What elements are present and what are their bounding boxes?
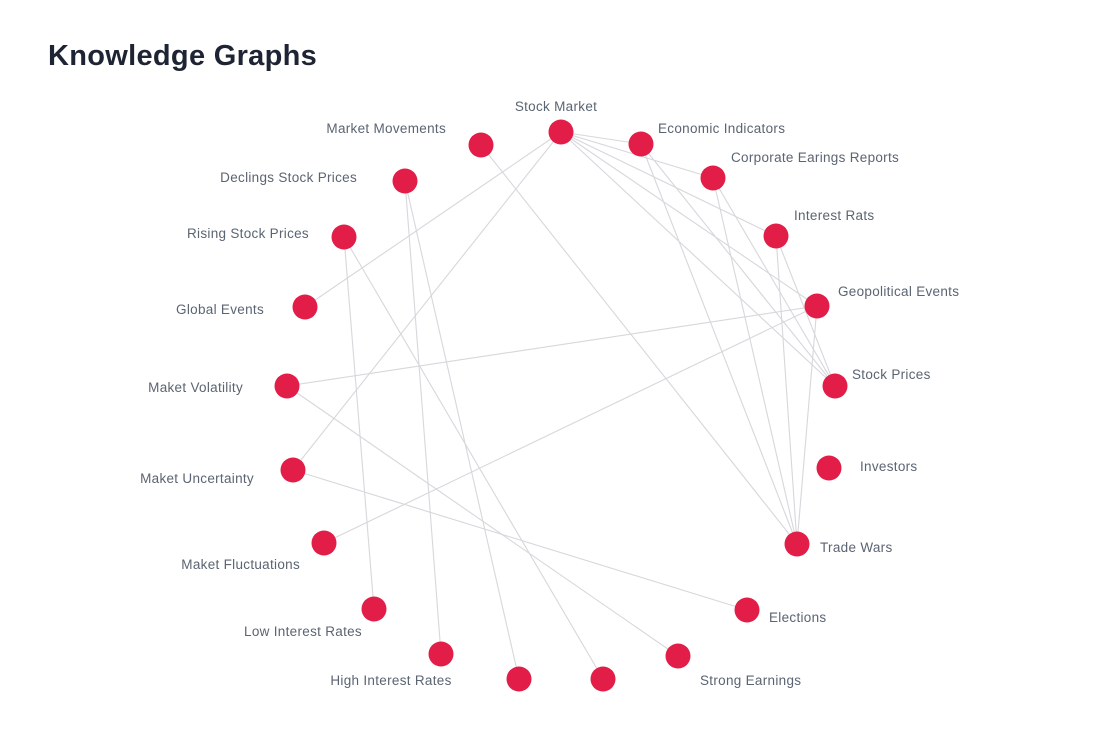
graph-node-trade-wars[interactable] <box>784 531 810 557</box>
node-label-high-interest-rates: High Interest Rates <box>330 673 451 688</box>
node-label-rising-stock-prices: Rising Stock Prices <box>187 226 309 241</box>
node-label-geopolitical-events: Geopolitical Events <box>838 284 959 299</box>
graph-node-stock-prices[interactable] <box>822 373 848 399</box>
graph-node-unlabeled-node-b[interactable] <box>590 666 616 692</box>
graph-node-maket-uncertainty[interactable] <box>280 457 306 483</box>
graph-edge-stock-market--stock-prices <box>560 131 836 387</box>
graph-edge-declings-stock-prices--unlabeled-node-a <box>404 180 520 680</box>
node-label-maket-uncertainty: Maket Uncertainty <box>140 471 254 486</box>
graph-edge-corporate-earings-reports--trade-wars <box>712 177 798 545</box>
node-label-declings-stock-prices: Declings Stock Prices <box>220 170 357 185</box>
graph-node-corporate-earings-reports[interactable] <box>700 165 726 191</box>
node-label-stock-market: Stock Market <box>515 99 597 114</box>
node-label-economic-indicators: Economic Indicators <box>658 121 785 136</box>
node-label-elections: Elections <box>769 610 826 625</box>
node-label-trade-wars: Trade Wars <box>820 540 893 555</box>
graph-node-strong-earnings[interactable] <box>665 643 691 669</box>
node-label-interest-rats: Interest Rats <box>794 208 874 223</box>
graph-node-economic-indicators[interactable] <box>628 131 654 157</box>
graph-edge-stock-market--maket-uncertainty <box>292 131 562 471</box>
graph-node-rising-stock-prices[interactable] <box>331 224 357 250</box>
graph-node-global-events[interactable] <box>292 294 318 320</box>
node-label-maket-fluctuations: Maket Fluctuations <box>181 557 300 572</box>
graph-node-geopolitical-events[interactable] <box>804 293 830 319</box>
graph-edge-corporate-earings-reports--stock-prices <box>712 177 836 387</box>
graph-edge-interest-rats--trade-wars <box>775 235 798 545</box>
graph-node-declings-stock-prices[interactable] <box>392 168 418 194</box>
node-label-stock-prices: Stock Prices <box>852 367 931 382</box>
graph-edge-geopolitical-events--maket-fluctuations <box>323 305 818 544</box>
graph-node-interest-rats[interactable] <box>763 223 789 249</box>
graph-edge-stock-market--geopolitical-events <box>560 131 818 307</box>
page-title: Knowledge Graphs <box>48 40 318 72</box>
graph-edge-maket-uncertainty--elections <box>292 469 748 611</box>
node-label-investors: Investors <box>860 459 917 474</box>
graph-edge-market-movements--trade-wars <box>480 144 798 545</box>
graph-node-stock-market[interactable] <box>548 119 574 145</box>
graph-edge-rising-stock-prices--unlabeled-node-b <box>343 236 604 680</box>
graph-edge-geopolitical-events--trade-wars <box>796 305 818 545</box>
graph-node-low-interest-rates[interactable] <box>361 596 387 622</box>
node-label-strong-earnings: Strong Earnings <box>700 673 801 688</box>
graph-node-maket-fluctuations[interactable] <box>311 530 337 556</box>
graph-edge-rising-stock-prices--low-interest-rates <box>343 236 375 610</box>
graph-edge-declings-stock-prices--high-interest-rates <box>404 180 442 655</box>
node-label-corporate-earings-reports: Corporate Earings Reports <box>731 150 899 165</box>
node-label-low-interest-rates: Low Interest Rates <box>244 624 362 639</box>
graph-node-maket-volatility[interactable] <box>274 373 300 399</box>
graph-edge-stock-market--global-events <box>304 131 562 308</box>
graph-edge-stock-market--interest-rats <box>560 131 777 237</box>
graph-node-market-movements[interactable] <box>468 132 494 158</box>
graph-node-unlabeled-node-a[interactable] <box>506 666 532 692</box>
graph-edge-economic-indicators--stock-prices <box>640 143 836 387</box>
graph-node-investors[interactable] <box>816 455 842 481</box>
node-label-maket-volatility: Maket Volatility <box>148 380 243 395</box>
graph-node-elections[interactable] <box>734 597 760 623</box>
graph-node-high-interest-rates[interactable] <box>428 641 454 667</box>
graph-edge-economic-indicators--trade-wars <box>640 143 798 545</box>
graph-edge-maket-volatility--geopolitical-events <box>286 305 818 387</box>
node-label-global-events: Global Events <box>176 302 264 317</box>
graph-edge-stock-market--economic-indicators <box>560 131 642 145</box>
node-label-market-movements: Market Movements <box>326 121 446 136</box>
